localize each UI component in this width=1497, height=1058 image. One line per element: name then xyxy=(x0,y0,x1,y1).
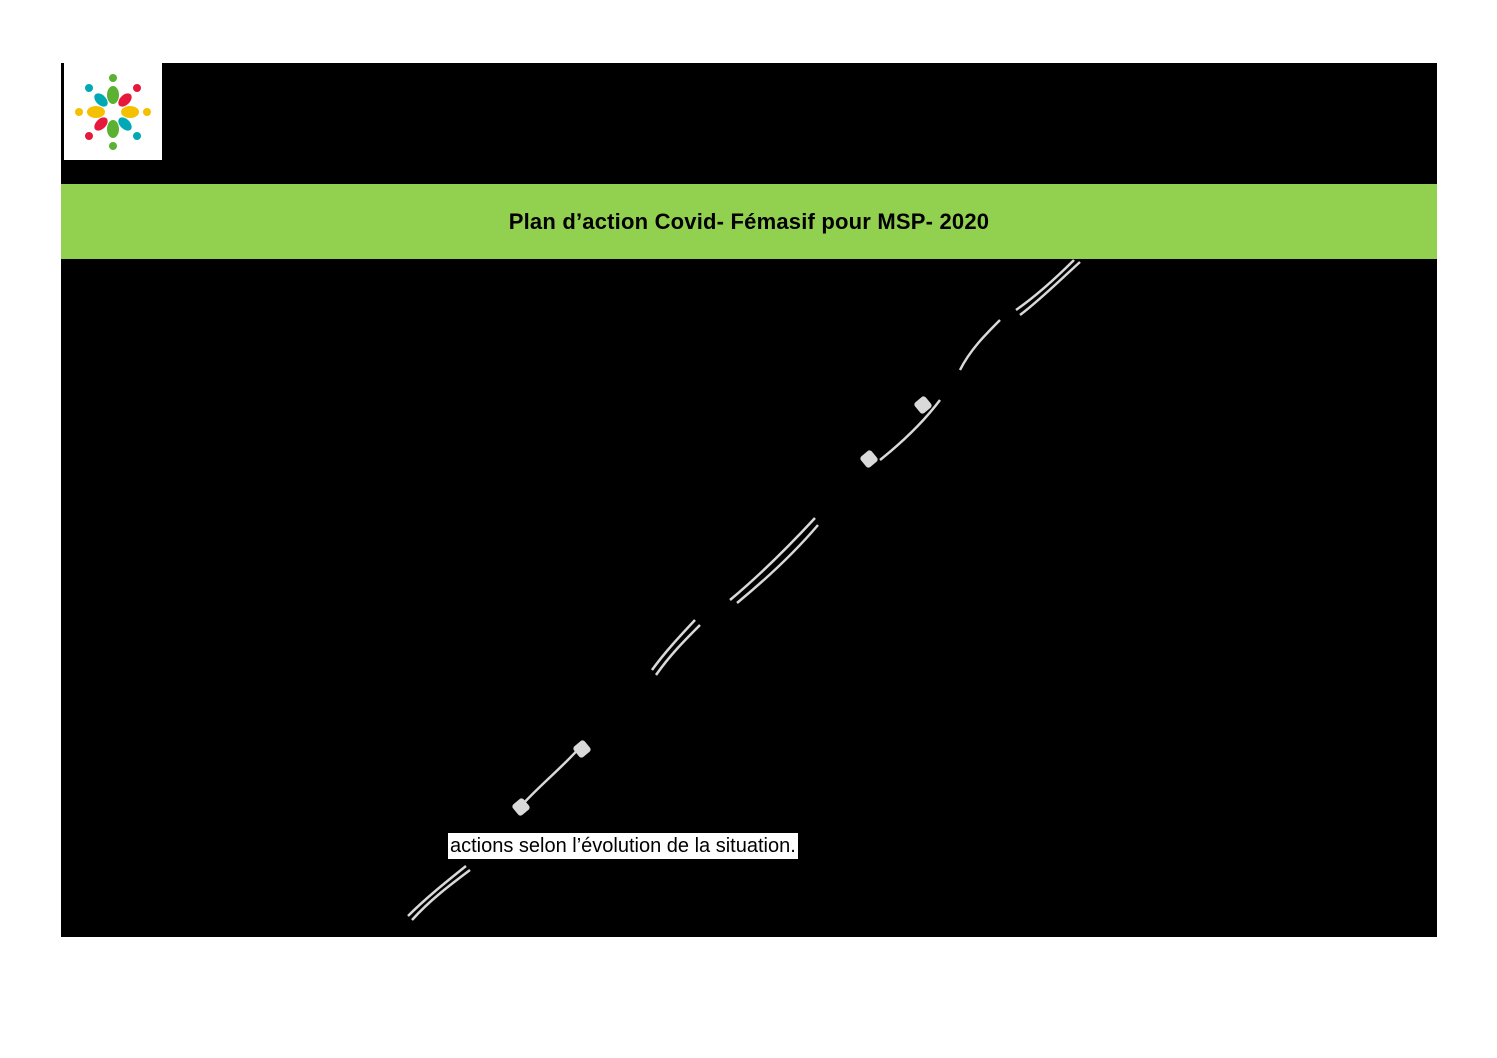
logo-container xyxy=(64,63,162,160)
title-band: Plan d’action Covid- Fémasif pour MSP- 2… xyxy=(61,184,1437,259)
visible-text-line: actions selon l’évolution de la situatio… xyxy=(448,833,798,859)
femasif-logo-icon xyxy=(75,74,151,150)
page-title: Plan d’action Covid- Fémasif pour MSP- 2… xyxy=(508,208,990,234)
